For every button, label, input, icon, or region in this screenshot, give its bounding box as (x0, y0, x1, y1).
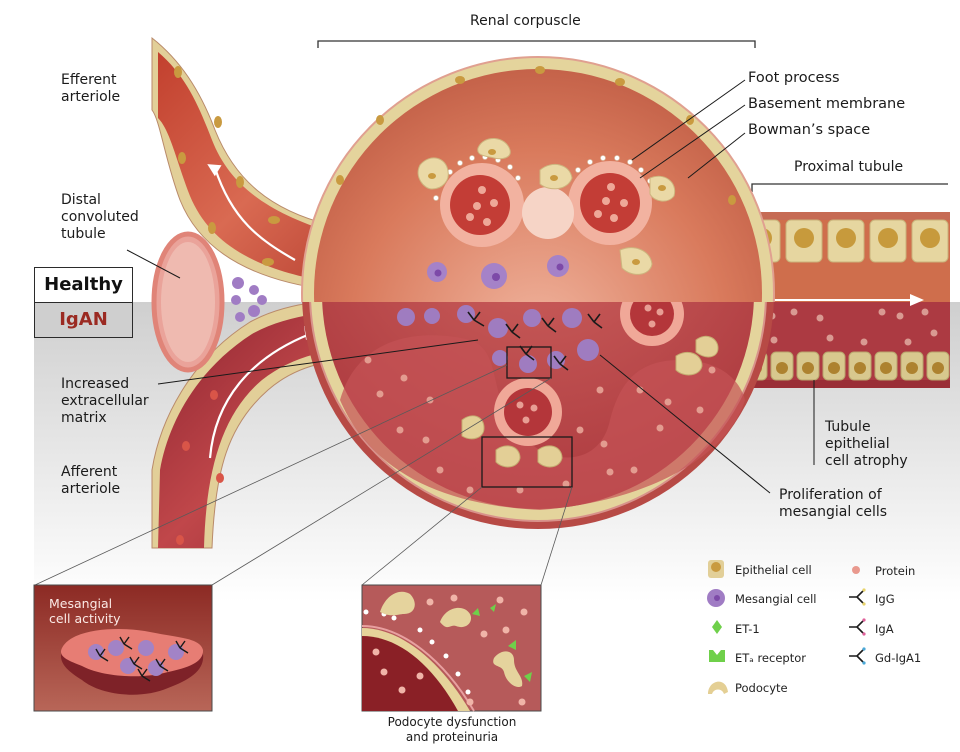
eta-receptor-icon (709, 650, 725, 662)
proximal-tubule-bracket (751, 183, 948, 192)
legend-podocyte: Podocyte (735, 681, 788, 695)
label-renal-corpuscle: Renal corpuscle (470, 13, 581, 29)
renal-corpuscle-igan (302, 302, 774, 529)
label-increased-ecm: Increased extracellular matrix (61, 376, 149, 426)
mesangial-cells-cluster (231, 277, 267, 322)
mesangial-cell-icon (707, 589, 725, 607)
podocytes-igan (461, 335, 719, 468)
iga-icon (849, 618, 866, 636)
legend-gd-iga1: Gd-IgA1 (875, 651, 922, 665)
inset-connector-lines (34, 364, 573, 586)
flow-arrow-efferent (213, 167, 296, 261)
renal-corpuscle-healthy (301, 56, 775, 302)
label-basement-membrane: Basement membrane (748, 96, 906, 112)
gd-iga1-icon (849, 647, 866, 665)
et1-icon (712, 620, 722, 634)
protein-icon (852, 566, 860, 574)
mesangial-highlight-box[interactable] (506, 346, 552, 379)
legend-igg: IgG (875, 592, 895, 606)
glomerular-capillary-igan (494, 302, 684, 446)
proteins-igan (364, 356, 716, 494)
renal-corpuscle-bracket (317, 40, 756, 48)
legend-mesangial-cell: Mesangial cell (735, 592, 817, 606)
label-bowmans-space: Bowman’s space (748, 122, 871, 138)
label-proximal-tubule: Proximal tubule (794, 159, 904, 175)
label-afferent-arteriole: Afferent arteriole (61, 464, 121, 497)
state-healthy-tab[interactable]: Healthy (34, 267, 133, 303)
inset-podocyte-caption: Podocyte dysfunction and proteinuria (387, 715, 517, 744)
epithelial-cell-icon (708, 560, 724, 578)
podocyte-icon (708, 681, 728, 694)
legend-iga: IgA (875, 622, 894, 636)
inset-mesangial-title: Mesangial cell activity (49, 596, 121, 626)
glomerular-capillaries-healthy (433, 154, 658, 247)
legend-icons (707, 560, 866, 694)
label-proliferation: Proliferation of mesangial cells (779, 487, 888, 520)
legend-protein: Protein (875, 564, 916, 578)
label-foot-process: Foot process (748, 70, 840, 86)
label-efferent-arteriole: Efferent arteriole (61, 72, 121, 105)
podocyte-highlight-box[interactable] (481, 436, 573, 488)
label-tubule-atrophy: Tubule epithelial cell atrophy (825, 419, 908, 469)
state-igan-tab[interactable]: IgAN (34, 302, 133, 338)
legend-et1: ET-1 (735, 622, 760, 636)
igg-icon (849, 588, 866, 606)
flow-arrow-afferent (208, 332, 311, 459)
legend-eta-receptor: ETₐ receptor (735, 651, 806, 665)
podocytes-healthy (417, 138, 676, 275)
inset-podocyte-dysfunction[interactable] (361, 584, 542, 712)
legend-epithelial-cell: Epithelial cell (735, 563, 812, 577)
antibodies-igan (467, 311, 603, 371)
healthy-epithelial-cells (743, 219, 949, 263)
label-distal-tubule: Distal convoluted tubule (61, 192, 139, 242)
pointer-lines (126, 79, 815, 494)
distal-convoluted-tubule (151, 231, 225, 373)
inset-mesangial-activity[interactable] (33, 584, 213, 712)
